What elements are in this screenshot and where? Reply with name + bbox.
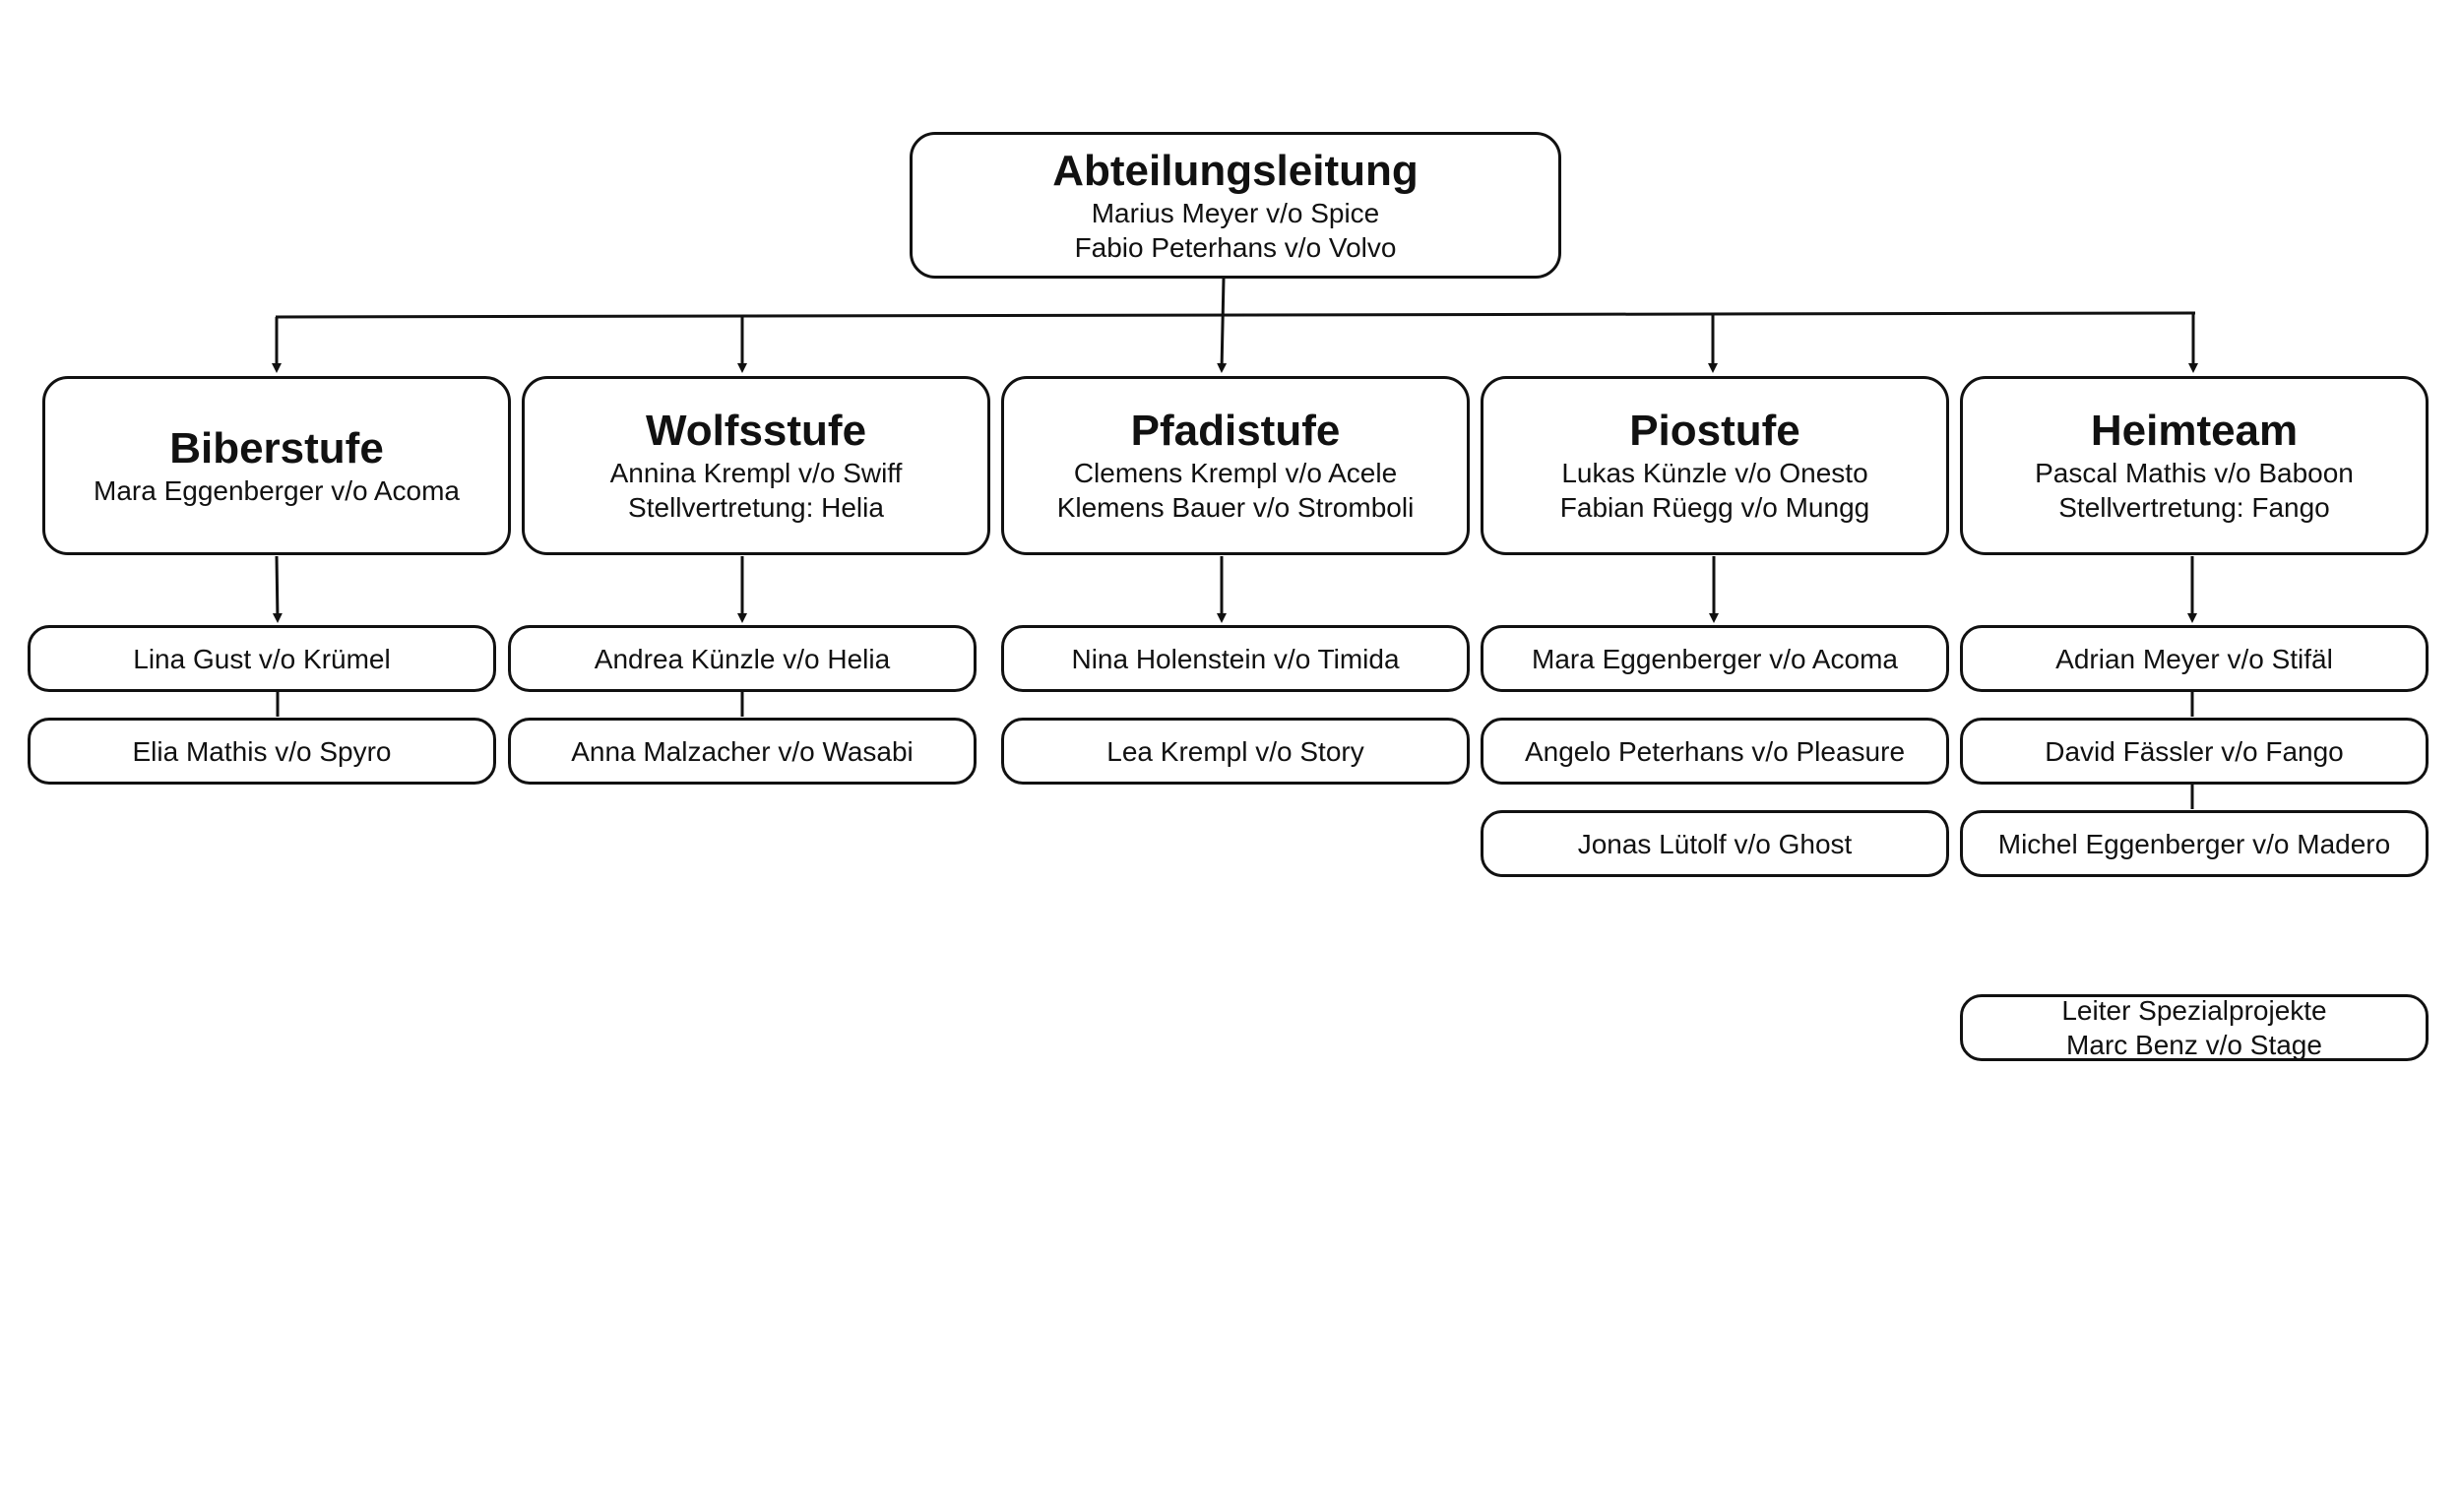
arrow-to-pfadistufe — [1217, 278, 1228, 373]
member-box: Anna Malzacher v/o Wasabi — [508, 718, 977, 785]
node-heimteam: Heimteam Pascal Mathis v/o Baboon Stellv… — [1960, 376, 2429, 555]
member-name: Andrea Künzle v/o Helia — [594, 643, 891, 674]
member-box: Michel Eggenberger v/o Madero — [1960, 810, 2429, 877]
node-person: Fabio Peterhans v/o Volvo — [1074, 231, 1397, 263]
node-person: Pascal Mathis v/o Baboon — [2035, 458, 2354, 488]
node-title: Biberstufe — [169, 423, 384, 472]
node-title: Pfadistufe — [1130, 407, 1341, 455]
member-box: Jonas Lütolf v/o Ghost — [1481, 810, 1949, 877]
member-box: Lea Krempl v/o Story — [1001, 718, 1470, 785]
member-name: Angelo Peterhans v/o Pleasure — [1524, 735, 1906, 767]
node-person: Clemens Krempl v/o Acele — [1073, 458, 1398, 488]
node-person: Annina Krempl v/o Swiff — [609, 458, 903, 488]
node-person: Stellvertretung: Fango — [2058, 492, 2330, 523]
arrow-biberstufe-members — [272, 555, 283, 623]
member-name: Jonas Lütolf v/o Ghost — [1577, 828, 1853, 859]
node-title: Piostufe — [1629, 407, 1800, 455]
node-wolfsstufe: Wolfsstufe Annina Krempl v/o Swiff Stell… — [522, 376, 990, 555]
node-person: Lukas Künzle v/o Onesto — [1561, 458, 1868, 488]
node-pfadistufe: Pfadistufe Clemens Krempl v/o Acele Klem… — [1001, 376, 1470, 555]
node-person: Fabian Rüegg v/o Mungg — [1559, 492, 1870, 523]
member-box: Mara Eggenberger v/o Acoma — [1481, 625, 1949, 692]
member-name: Elia Mathis v/o Spyro — [132, 735, 392, 767]
member-name: Anna Malzacher v/o Wasabi — [571, 735, 914, 767]
node-person: Stellvertretung: Helia — [628, 492, 884, 523]
member-name: Lea Krempl v/o Story — [1106, 735, 1364, 767]
root-bus-line — [275, 311, 2196, 319]
member-name: Nina Holenstein v/o Timida — [1071, 643, 1400, 674]
node-person: Mara Eggenberger v/o Acoma — [94, 474, 460, 506]
member-name: Michel Eggenberger v/o Madero — [1997, 828, 2391, 859]
member-name: Mara Eggenberger v/o Acoma — [1532, 643, 1898, 674]
member-box: David Fässler v/o Fango — [1960, 718, 2429, 785]
node-title: Heimteam — [2090, 407, 2299, 455]
node-piostufe: Piostufe Lukas Künzle v/o Onesto Fabian … — [1481, 376, 1949, 555]
member-box: Lina Gust v/o Krümel — [28, 625, 496, 692]
node-title: Wolfsstufe — [645, 407, 867, 455]
node-person: Marius Meyer v/o Spice — [1091, 197, 1380, 228]
member-box: Angelo Peterhans v/o Pleasure — [1481, 718, 1949, 785]
node-title: Abteilungsleitung — [1052, 146, 1419, 195]
node-abteilungsleitung: Abteilungsleitung Marius Meyer v/o Spice… — [910, 132, 1561, 279]
member-name: Lina Gust v/o Krümel — [133, 643, 391, 674]
node-person: Klemens Bauer v/o Stromboli — [1056, 492, 1415, 523]
member-box: Elia Mathis v/o Spyro — [28, 718, 496, 785]
member-box: Adrian Meyer v/o Stifäl — [1960, 625, 2429, 692]
node-biberstufe: Biberstufe Mara Eggenberger v/o Acoma — [42, 376, 511, 555]
member-name: Adrian Meyer v/o Stifäl — [2055, 643, 2333, 674]
member-box: Nina Holenstein v/o Timida — [1001, 625, 1470, 692]
node-title: Leiter Spezialprojekte — [2061, 995, 2327, 1026]
node-person: Marc Benz v/o Stage — [2066, 1030, 2322, 1060]
member-name: David Fässler v/o Fango — [2045, 735, 2344, 767]
node-spezialprojekte: Leiter Spezialprojekte Marc Benz v/o Sta… — [1960, 994, 2429, 1061]
member-box: Andrea Künzle v/o Helia — [508, 625, 977, 692]
